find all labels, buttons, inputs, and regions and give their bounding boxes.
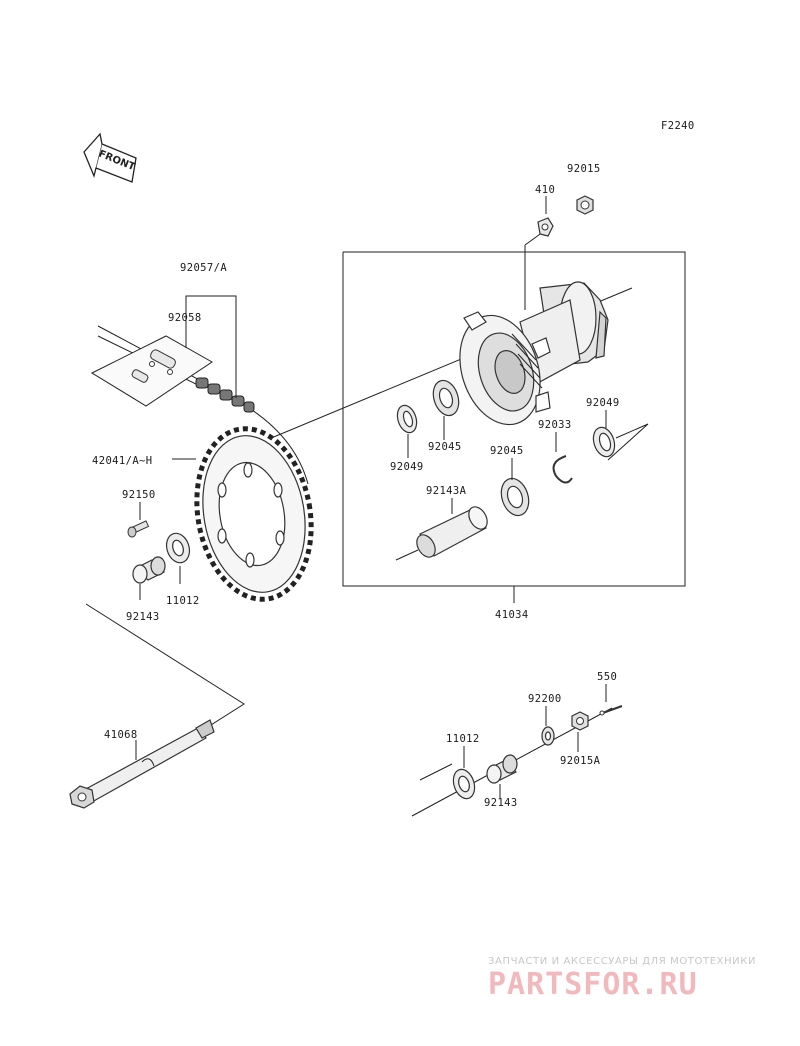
- label-41068: 41068: [104, 729, 138, 741]
- master-link-92058: [131, 349, 176, 383]
- label-92143-right: 92143: [484, 797, 518, 809]
- label-92057: 92057/A: [180, 262, 227, 274]
- nut-92015A: [571, 711, 589, 731]
- label-92200: 92200: [528, 693, 562, 705]
- label-41034: 41034: [495, 609, 529, 621]
- cotter-pin-550: [599, 705, 623, 716]
- bolt-92150: [127, 520, 150, 538]
- label-42041: 42041/A~H: [92, 455, 153, 467]
- seal-11012-right: [452, 768, 476, 800]
- label-92143-left: 92143: [126, 611, 160, 623]
- seal-92049-left: [396, 404, 418, 434]
- label-92015A: 92015A: [560, 755, 601, 767]
- label-11012-left: 11012: [166, 595, 200, 607]
- label-92058: 92058: [168, 312, 202, 324]
- label-550: 550: [597, 671, 617, 683]
- front-arrow-icon: FRONT: [83, 132, 137, 183]
- bearing-92045-lower: [500, 477, 530, 517]
- label-92015: 92015: [567, 163, 601, 175]
- hub-group-bracket: [342, 251, 686, 587]
- label-92045-lower: 92045: [490, 445, 524, 457]
- axle-line-lower-left: [419, 763, 453, 781]
- rear-sprocket-42041: [194, 426, 314, 602]
- axle-line-right: [607, 423, 649, 461]
- rear-hub: [459, 281, 609, 426]
- leader-92057: [185, 295, 237, 398]
- seal-92049-right: [592, 426, 616, 458]
- label-92045-upper: 92045: [428, 441, 462, 453]
- spoke-nipple-410: [537, 217, 554, 237]
- label-92049-right: 92049: [586, 397, 620, 409]
- label-92143A: 92143A: [426, 485, 467, 497]
- spacer-92143A: [416, 506, 488, 558]
- watermark-logo: PARTSFOR.RU: [488, 967, 698, 1002]
- label-92033: 92033: [538, 419, 572, 431]
- axle-line-spacer: [395, 549, 419, 561]
- collar-92143-left: [132, 556, 166, 584]
- master-link-box: [90, 335, 213, 407]
- label-410: 410: [535, 184, 555, 196]
- circlip-92033: [552, 455, 573, 484]
- nut-92015: [576, 195, 594, 215]
- axle-41068: [69, 719, 215, 809]
- diagram-code: F2240: [661, 120, 695, 132]
- seal-11012-left: [165, 532, 191, 564]
- watermark-tagline: ЗАПЧАСТИ И АКСЕССУАРЫ ДЛЯ МОТОТЕХНИКИ: [488, 956, 756, 967]
- label-92150: 92150: [122, 489, 156, 501]
- chain-wrap: [251, 409, 309, 485]
- label-11012-right: 11012: [446, 733, 480, 745]
- collar-92143-right: [486, 754, 518, 784]
- drive-chain-92057: [195, 377, 255, 413]
- label-92049-left: 92049: [390, 461, 424, 473]
- washer-92200: [541, 726, 555, 746]
- axle-group-line: [85, 603, 245, 771]
- bearing-92045-upper: [432, 379, 460, 417]
